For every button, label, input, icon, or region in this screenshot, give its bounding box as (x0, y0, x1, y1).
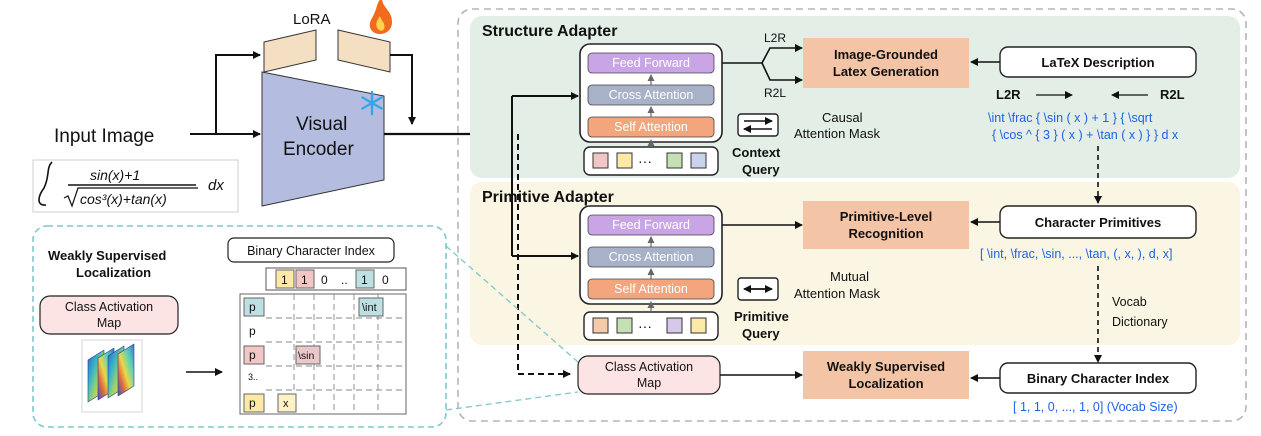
weak-localization-label-1: Weakly Supervised (827, 359, 945, 374)
weak-localization-box (803, 351, 969, 399)
context-query-token (592, 152, 609, 169)
row-label: p (249, 324, 256, 338)
inset-panel (32, 225, 447, 428)
inset-title-1: Weakly Supervised (48, 248, 166, 263)
row-label: 3.. (248, 372, 258, 382)
bit-cell (275, 269, 295, 289)
formula-numerator: sin(x)+1 (90, 167, 140, 183)
bit-value: 0 (321, 273, 328, 287)
primitive-query-token (592, 317, 609, 334)
primitive-query-token (666, 317, 683, 334)
primitive-recognition-box (803, 201, 969, 249)
cam-label-1: Class Activation (605, 360, 693, 374)
context-query-label-2: Query (742, 162, 780, 177)
bit-value: .. (341, 273, 348, 287)
structure-cross-attention-label: Cross Attention (609, 88, 694, 102)
cell-x: x (283, 398, 289, 410)
formula-dx: dx (208, 177, 224, 194)
inset-cam-label-1: Class Activation (65, 300, 153, 314)
primitive-self-attention-label: Self Attention (614, 282, 688, 296)
vocab-label-2: Dictionary (1112, 315, 1168, 329)
context-query-token (690, 152, 707, 169)
vocab-label-1: Vocab (1112, 295, 1147, 309)
inset-cam-box (39, 295, 179, 335)
primitive-feed-forward (587, 214, 715, 236)
character-primitives-label: Character Primitives (1035, 215, 1161, 230)
bit-value: 1 (281, 273, 288, 287)
bit-cell (295, 269, 315, 289)
primitive-cross-attention-label: Cross Attention (609, 250, 694, 264)
bit-value: 1 (301, 273, 308, 287)
context-query-label-1: Context (732, 145, 781, 160)
context-query-token (666, 152, 683, 169)
cell-int: \int (362, 302, 377, 314)
structure-adapter-title: Structure Adapter (482, 23, 617, 40)
latex-sequence-line-2: { \cos ^ { 3 } ( x ) + \tan ( x ) } } d … (992, 128, 1179, 142)
structure-self-attention-label: Self Attention (614, 120, 688, 134)
primitive-feed-forward-label: Feed Forward (612, 218, 690, 232)
latex-description-label: LaTeX Description (1041, 55, 1154, 70)
row-label: p (249, 396, 256, 410)
structure-feed-forward-label: Feed Forward (612, 56, 690, 70)
causal-mask-label-2: Attention Mask (794, 126, 880, 141)
l2r-label: L2R (764, 31, 786, 45)
bit-cell (355, 269, 375, 289)
visual-encoder-block (261, 71, 385, 207)
bit-value: 0 (382, 273, 389, 287)
binary-index-label: Binary Character Index (1027, 371, 1170, 386)
inset-binary-index-box (227, 237, 395, 263)
visual-encoder-label-1: Visual (296, 114, 347, 135)
lora-up-block (337, 29, 391, 73)
causal-mask-label-1: Causal (822, 110, 863, 125)
primitive-query-token (616, 317, 633, 334)
primitive-recognition-label-2: Recognition (848, 226, 923, 241)
context-query-token (616, 152, 633, 169)
inset-cam-label-2: Map (97, 316, 121, 330)
input-image-label: Input Image (54, 126, 154, 147)
heatmap-stack-image (81, 339, 143, 413)
primitives-list: [ \int, \frac, \sin, ..., \tan, (, x, ),… (980, 247, 1172, 261)
r2l-label: R2L (764, 86, 786, 100)
latex-generation-label-2: Latex Generation (833, 64, 939, 79)
cam-label-2: Map (637, 376, 661, 390)
formula-denominator: cos³(x)+tan(x) (80, 191, 167, 207)
bit-value: 1 (361, 273, 368, 287)
primitive-query-ellipsis: ··· (638, 318, 652, 334)
flame-icon (369, 0, 392, 34)
primitive-query-token (690, 317, 707, 334)
primitive-query-label-2: Query (742, 326, 780, 341)
row-label: p (249, 348, 256, 362)
latex-generation-label-1: Image-Grounded (834, 47, 938, 62)
inset-bit-row: 1 1 0 .. 1 0 (265, 267, 407, 291)
primitive-adapter-title: Primitive Adapter (482, 189, 614, 206)
context-query-ellipsis: ··· (638, 153, 652, 169)
causal-mask-icon (737, 113, 779, 137)
lora-label: LoRA (293, 11, 331, 28)
primitive-query-label-1: Primitive (734, 309, 789, 324)
inset-binary-index-label: Binary Character Index (247, 244, 376, 258)
mutual-mask-label-1: Mutual (830, 269, 869, 284)
binary-vector: [ 1, 1, 0, ..., 1, 0] (Vocab Size) (1013, 400, 1178, 414)
latex-sequence-line-1: \int \frac { \sin ( x ) + 1 } { \sqrt (988, 111, 1153, 125)
inset-title-2: Localization (76, 265, 151, 280)
weak-localization-label-2: Localization (848, 376, 923, 391)
input-formula-image: sin(x)+1 cos³(x)+tan(x) dx (32, 159, 239, 213)
visual-encoder-label-2: Encoder (283, 139, 354, 160)
latex-generation-box (803, 38, 969, 88)
adapters-panel (457, 8, 1247, 422)
primitive-recognition-label-1: Primitive-Level (840, 209, 933, 224)
direction-l2r-label: L2R (996, 87, 1021, 102)
direction-r2l-label: R2L (1160, 87, 1185, 102)
snowflake-icon (361, 90, 383, 116)
inset-localization-matrix: p p p 3.. p \int \sin x (239, 293, 407, 415)
lora-down-block (263, 29, 317, 73)
cell-sin: \sin (298, 350, 315, 362)
mutual-mask-label-2: Attention Mask (794, 286, 880, 301)
row-label: p (249, 300, 256, 314)
structure-feed-forward (587, 52, 715, 74)
